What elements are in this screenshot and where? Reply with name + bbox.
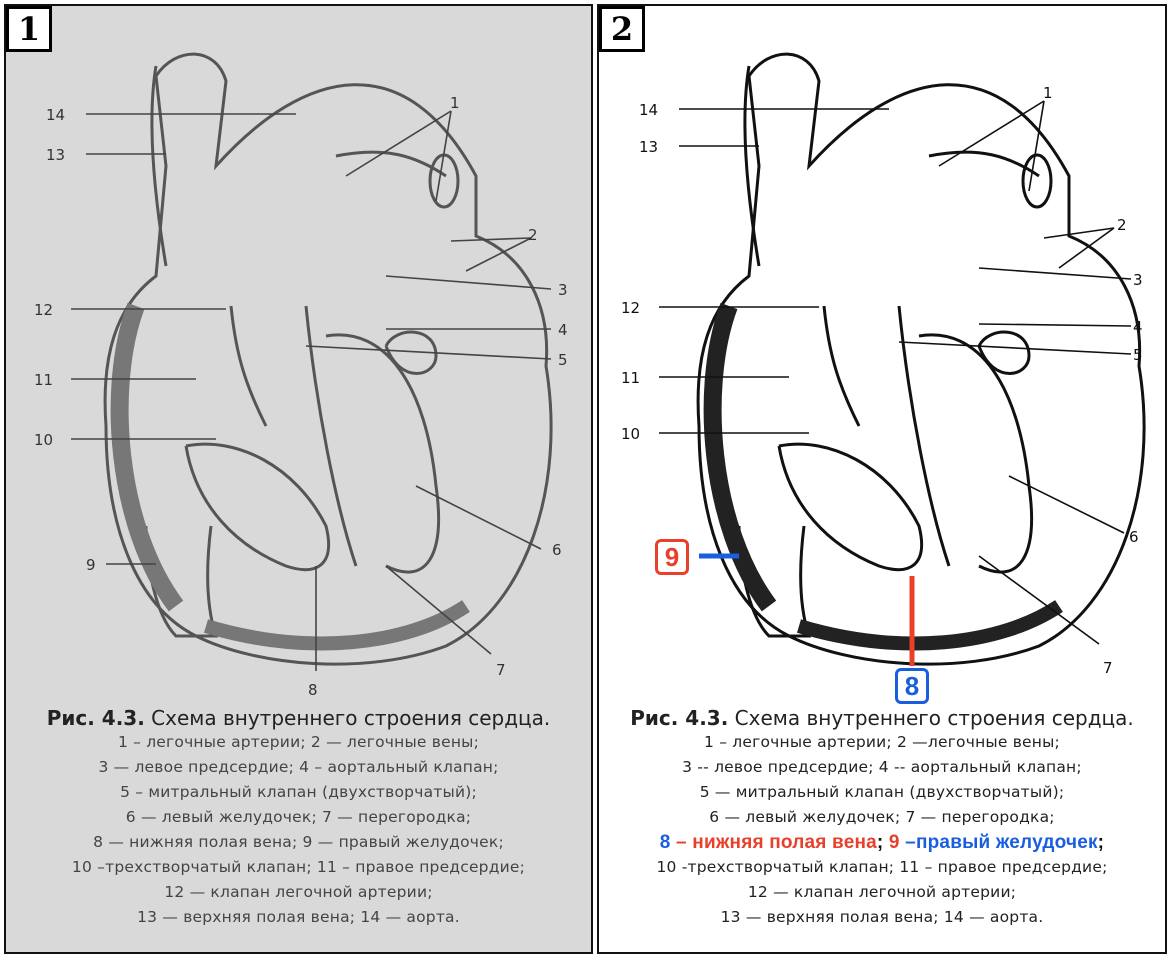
myocardium	[120, 306, 176, 606]
caption-line: 6 — левый желудочек; 7 — перегородка;	[6, 805, 591, 830]
label-10: 10	[34, 431, 53, 449]
label-3: 3	[1133, 271, 1143, 289]
label-14: 14	[46, 106, 65, 124]
apex	[206, 606, 466, 643]
label-11: 11	[34, 371, 53, 389]
caption-line: 13 — верхняя полая вена; 14 — аорта.	[6, 905, 591, 930]
heart-diagram	[6, 6, 593, 706]
caption-title: Рис. 4.3. Схема внутреннего строения сер…	[6, 706, 591, 730]
caption-line: 13 — верхняя полая вена; 14 — аорта.	[599, 905, 1165, 930]
caption-line: 3 — левое предсердие; 4 – аортальный кла…	[6, 755, 591, 780]
caption-line: 6 — левый желудочек; 7 — перегородка;	[599, 805, 1165, 830]
label-4: 4	[1133, 318, 1143, 336]
caption-highlight-line: 8 – нижняя полая вена; 9 –правый желудоч…	[599, 830, 1165, 855]
highlight-label-8: 8	[895, 668, 929, 704]
caption-line: 8 — нижняя полая вена; 9 — правый желудо…	[6, 830, 591, 855]
label-1: 1	[450, 94, 460, 112]
label-12: 12	[34, 301, 53, 319]
label-14: 14	[639, 101, 658, 119]
caption-line: 12 — клапан легочной артерии;	[6, 880, 591, 905]
septum	[306, 306, 356, 566]
caption-line: 1 – легочные артерии; 2 —легочные вены;	[599, 730, 1165, 755]
label-6: 6	[552, 541, 562, 559]
highlight-term-8: нижняя полая вена	[692, 832, 877, 853]
label-13: 13	[46, 146, 65, 164]
label-7: 7	[496, 661, 506, 679]
label-8: 8	[308, 681, 318, 699]
label-1: 1	[1043, 84, 1053, 102]
caption-line: 5 — митральный клапан (двухстворчатый);	[599, 780, 1165, 805]
left-ventricle	[326, 335, 439, 572]
label-5: 5	[558, 351, 568, 369]
label-5: 5	[1133, 346, 1143, 364]
label-12: 12	[621, 299, 640, 317]
panel-corrected: 2	[597, 4, 1167, 954]
label-2: 2	[528, 226, 538, 244]
figure-caption: Рис. 4.3. Схема внутреннего строения сер…	[599, 706, 1165, 930]
label-6: 6	[1129, 528, 1139, 546]
caption-line: 10 –трехстворчатый клапан; 11 – правое п…	[6, 855, 591, 880]
label-13: 13	[639, 138, 658, 156]
highlight-number-9: 9	[889, 832, 900, 853]
caption-line: 5 – митральный клапан (двухстворчатый);	[6, 780, 591, 805]
caption-title: Рис. 4.3. Схема внутреннего строения сер…	[599, 706, 1165, 730]
aorta-outline	[105, 54, 551, 664]
label-3: 3	[558, 281, 568, 299]
label-11: 11	[621, 369, 640, 387]
label-9: 9	[86, 556, 96, 574]
figure-caption: Рис. 4.3. Схема внутреннего строения сер…	[6, 706, 591, 930]
heart-diagram	[599, 6, 1167, 706]
label-10: 10	[621, 425, 640, 443]
caption-line: 1 – легочные артерии; 2 — легочные вены;	[6, 730, 591, 755]
label-4: 4	[558, 321, 568, 339]
label-7: 7	[1103, 659, 1113, 677]
highlight-term-9: правый желудочек	[916, 832, 1098, 853]
panel-original: 1	[4, 4, 593, 954]
caption-line: 3 -- левое предсердие; 4 -- аортальный к…	[599, 755, 1165, 780]
highlight-label-9: 9	[655, 539, 689, 575]
caption-line: 10 -трехстворчатый клапан; 11 – правое п…	[599, 855, 1165, 880]
highlight-number-8: 8	[660, 832, 671, 853]
label-2: 2	[1117, 216, 1127, 234]
caption-line: 12 — клапан легочной артерии;	[599, 880, 1165, 905]
